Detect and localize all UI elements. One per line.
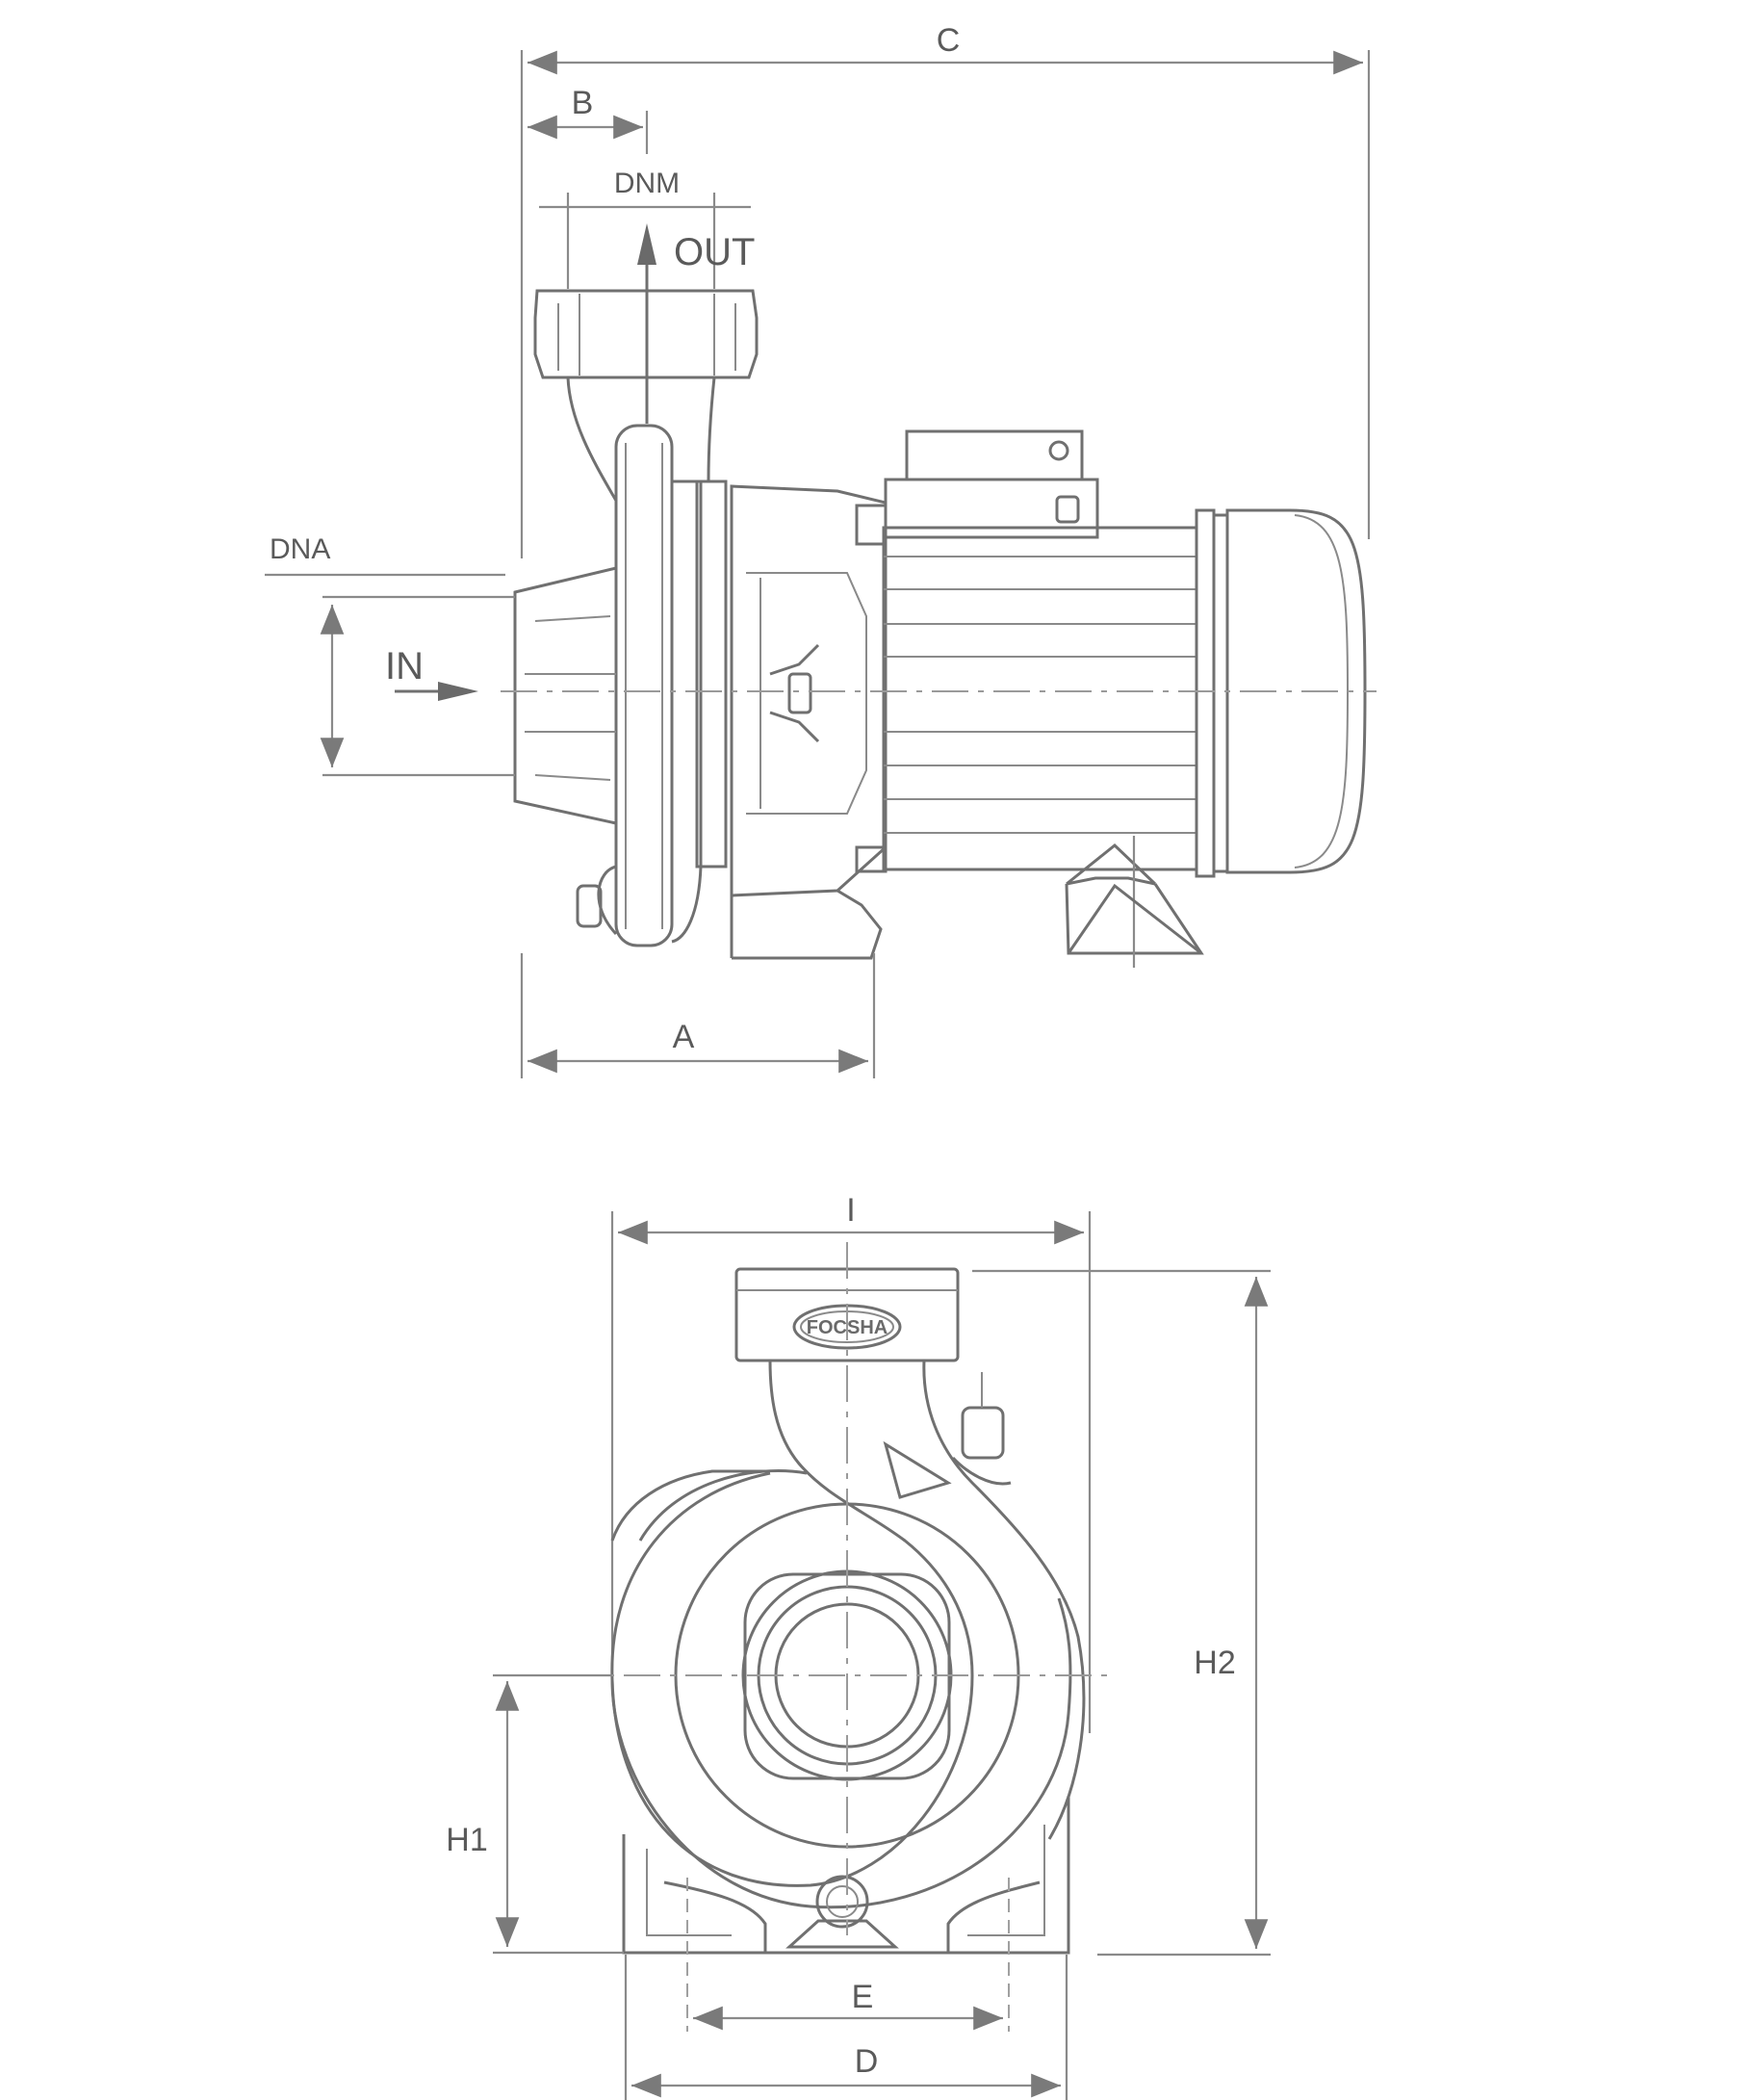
dimension-dnm: DNM (539, 168, 751, 289)
label-h1: H1 (446, 1822, 487, 1858)
dimension-c: C (520, 22, 1371, 558)
discharge-flange (533, 289, 759, 379)
dimension-i: I (610, 1192, 1092, 1733)
front-view: I H2 FOCSHA (446, 1192, 1271, 2100)
label-dna: DNA (270, 533, 330, 565)
dimension-d: D (624, 1955, 1068, 2100)
inlet-arrow: IN (385, 645, 478, 701)
dimension-e: E (693, 1979, 1003, 2031)
drain-plug (785, 1875, 899, 1949)
dimension-dna: DNA (265, 533, 515, 777)
label-b: B (572, 85, 594, 121)
dimension-a: A (520, 953, 876, 1078)
label-in: IN (385, 645, 424, 687)
motor-bracket (730, 484, 888, 960)
label-h2: H2 (1194, 1645, 1235, 1681)
priming-plug (951, 1372, 1012, 1486)
motor-foot (1065, 836, 1204, 968)
dimension-h2: H2 (972, 1269, 1271, 1957)
dimension-b: B (528, 85, 649, 154)
label-c: C (937, 22, 961, 59)
outlet-arrow: OUT (637, 223, 755, 424)
side-view: C B DNM OUT (265, 22, 1377, 1078)
label-out: OUT (674, 231, 755, 273)
pump-casing-side (566, 376, 728, 947)
dimension-h1: H1 (446, 1673, 624, 1955)
label-i: I (846, 1192, 855, 1229)
label-e: E (852, 1979, 874, 2015)
label-a: A (673, 1019, 695, 1055)
motor-body (882, 508, 1229, 878)
label-d: D (855, 2043, 879, 2080)
label-dnm: DNM (614, 168, 680, 199)
terminal-box (884, 429, 1099, 539)
inlet-flange (513, 566, 618, 825)
pump-base (622, 1796, 1070, 1955)
